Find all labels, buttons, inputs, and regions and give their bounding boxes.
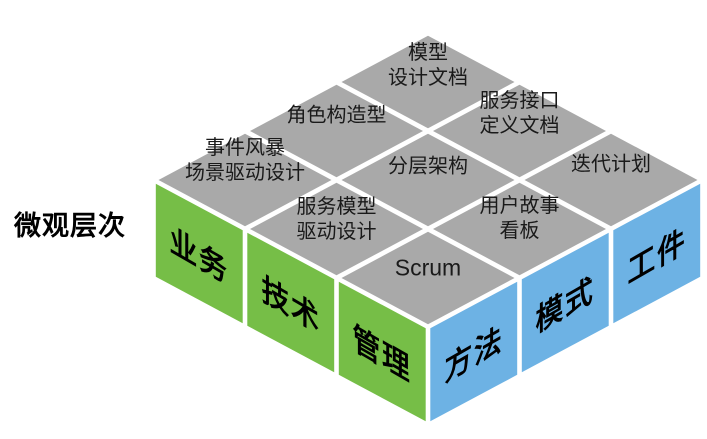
face-right-artifact bbox=[613, 183, 701, 324]
face-right-method bbox=[430, 281, 518, 422]
face-left-technology bbox=[247, 232, 335, 373]
tile-label-layered-architecture: 分层架构 bbox=[388, 155, 468, 178]
tile-top-model-design-doc bbox=[341, 35, 515, 129]
face-left-management bbox=[338, 281, 426, 422]
axis-label-micro-level: 微观层次 bbox=[14, 211, 126, 241]
tile-label-scrum: Scrum bbox=[394, 254, 462, 281]
tile-top-role-stereotype bbox=[250, 84, 423, 178]
tile-top-iteration-plan bbox=[524, 133, 698, 227]
tile-label-service-interface-doc: 服务接口 定义文档 bbox=[479, 90, 560, 137]
tile-top-service-interface-doc bbox=[433, 84, 606, 178]
face-right-pattern bbox=[521, 232, 609, 373]
tile-label-service-model-driven: 服务模型 驱动设计 bbox=[296, 196, 377, 243]
tile-label-model-design-doc: 模型 设计文档 bbox=[388, 42, 468, 89]
tile-label-user-story-kanban: 用户故事 看板 bbox=[479, 195, 560, 242]
face-left-business bbox=[155, 183, 243, 324]
tile-top-layered-architecture bbox=[341, 133, 515, 227]
tile-top-service-model-driven bbox=[250, 182, 423, 276]
tile-label-event-storming: 事件风暴 场景驱动设计 bbox=[185, 137, 305, 184]
tile-label-iteration-plan: 迭代计划 bbox=[571, 153, 651, 176]
tile-top-event-storming bbox=[158, 133, 332, 227]
tile-top-scrum bbox=[341, 231, 515, 325]
tile-top-user-story-kanban bbox=[433, 182, 606, 276]
tile-label-role-stereotype: 角色构造型 bbox=[286, 104, 387, 127]
